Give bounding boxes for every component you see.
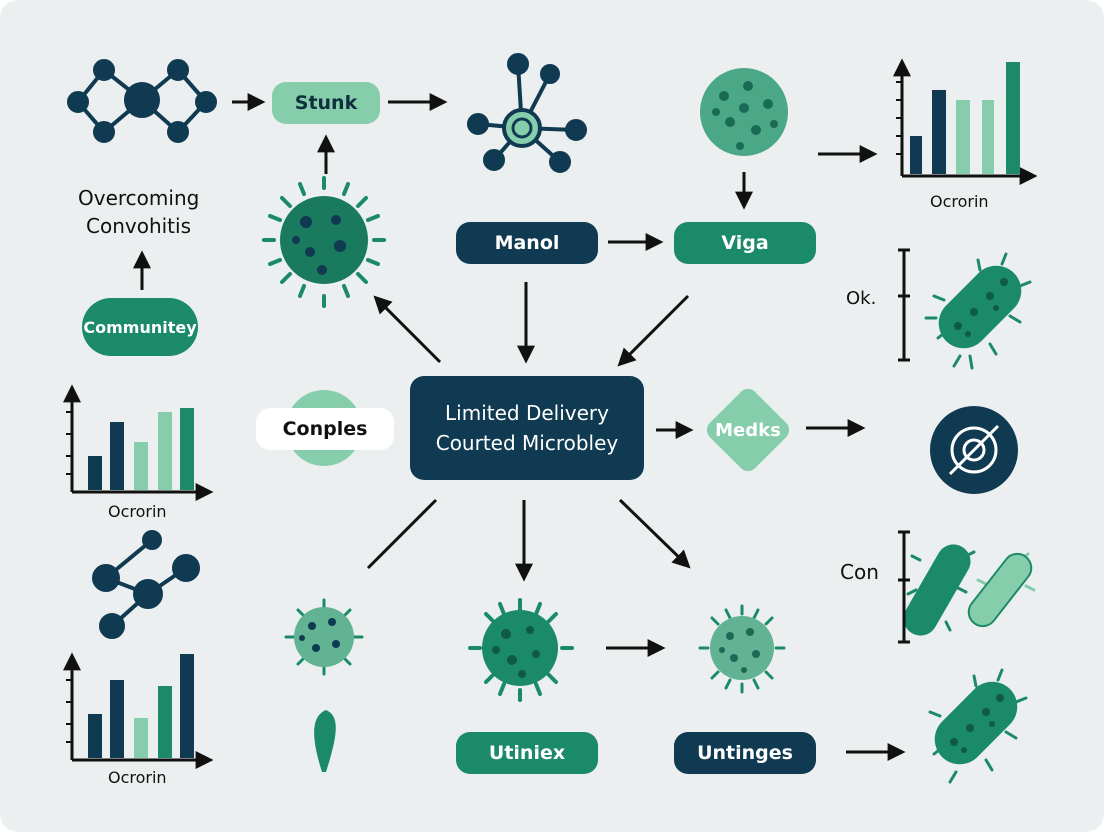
title-line-1: Overcoming [78, 186, 200, 210]
virus-icon-left [262, 176, 386, 308]
bacterium-icon-bottom-right [928, 668, 1028, 784]
network-molecule-icon [467, 53, 587, 173]
bar-chart-left-middle [63, 384, 214, 501]
medks-diamond-shape [706, 388, 790, 472]
bacterium-icon-upper-right [924, 252, 1032, 370]
central-node: Limited Delivery Courted Microbley [410, 376, 644, 480]
node-utiniex: Utiniex [456, 732, 598, 774]
chart-label-top-right: Ocrorin [930, 192, 989, 211]
node-manol: Manol [456, 222, 598, 264]
bracket-axis-con [898, 530, 910, 644]
connector-arrows [133, 93, 906, 761]
node-medks: Medks [715, 419, 781, 441]
drop-icon [314, 710, 336, 772]
central-node-line-1: Limited Delivery [445, 401, 609, 425]
side-label-ok: Ok. [846, 288, 877, 309]
microbe-icon-top [700, 68, 788, 156]
virus-icon-bottom-right [698, 604, 786, 694]
central-node-line-2: Courted Microbley [435, 431, 619, 455]
node-viga: Viga [674, 222, 816, 264]
bacteria-icon-con [903, 544, 1036, 636]
chart-label-left-middle: Ocrorin [108, 502, 167, 521]
bracket-axis-ok [898, 248, 910, 362]
bar-chart-top-right [893, 58, 1038, 185]
bar-chart-left-bottom [63, 652, 214, 769]
side-label-con: Con [840, 560, 879, 584]
node-community: Communitey [82, 298, 198, 356]
virus-icon-bottom-center [468, 598, 574, 702]
node-untinges: Untinges [674, 732, 816, 774]
molecule-icon-bottom-left [92, 530, 200, 639]
target-icon [930, 406, 1018, 494]
title-line-2: Convohitis [86, 214, 191, 238]
virus-icon-bottom-left [284, 598, 364, 676]
molecule-icon-top-left [67, 59, 217, 143]
node-stunk: Stunk [272, 82, 380, 124]
node-conples: Conples [256, 408, 394, 450]
chart-label-left-bottom: Ocrorin [108, 768, 167, 787]
